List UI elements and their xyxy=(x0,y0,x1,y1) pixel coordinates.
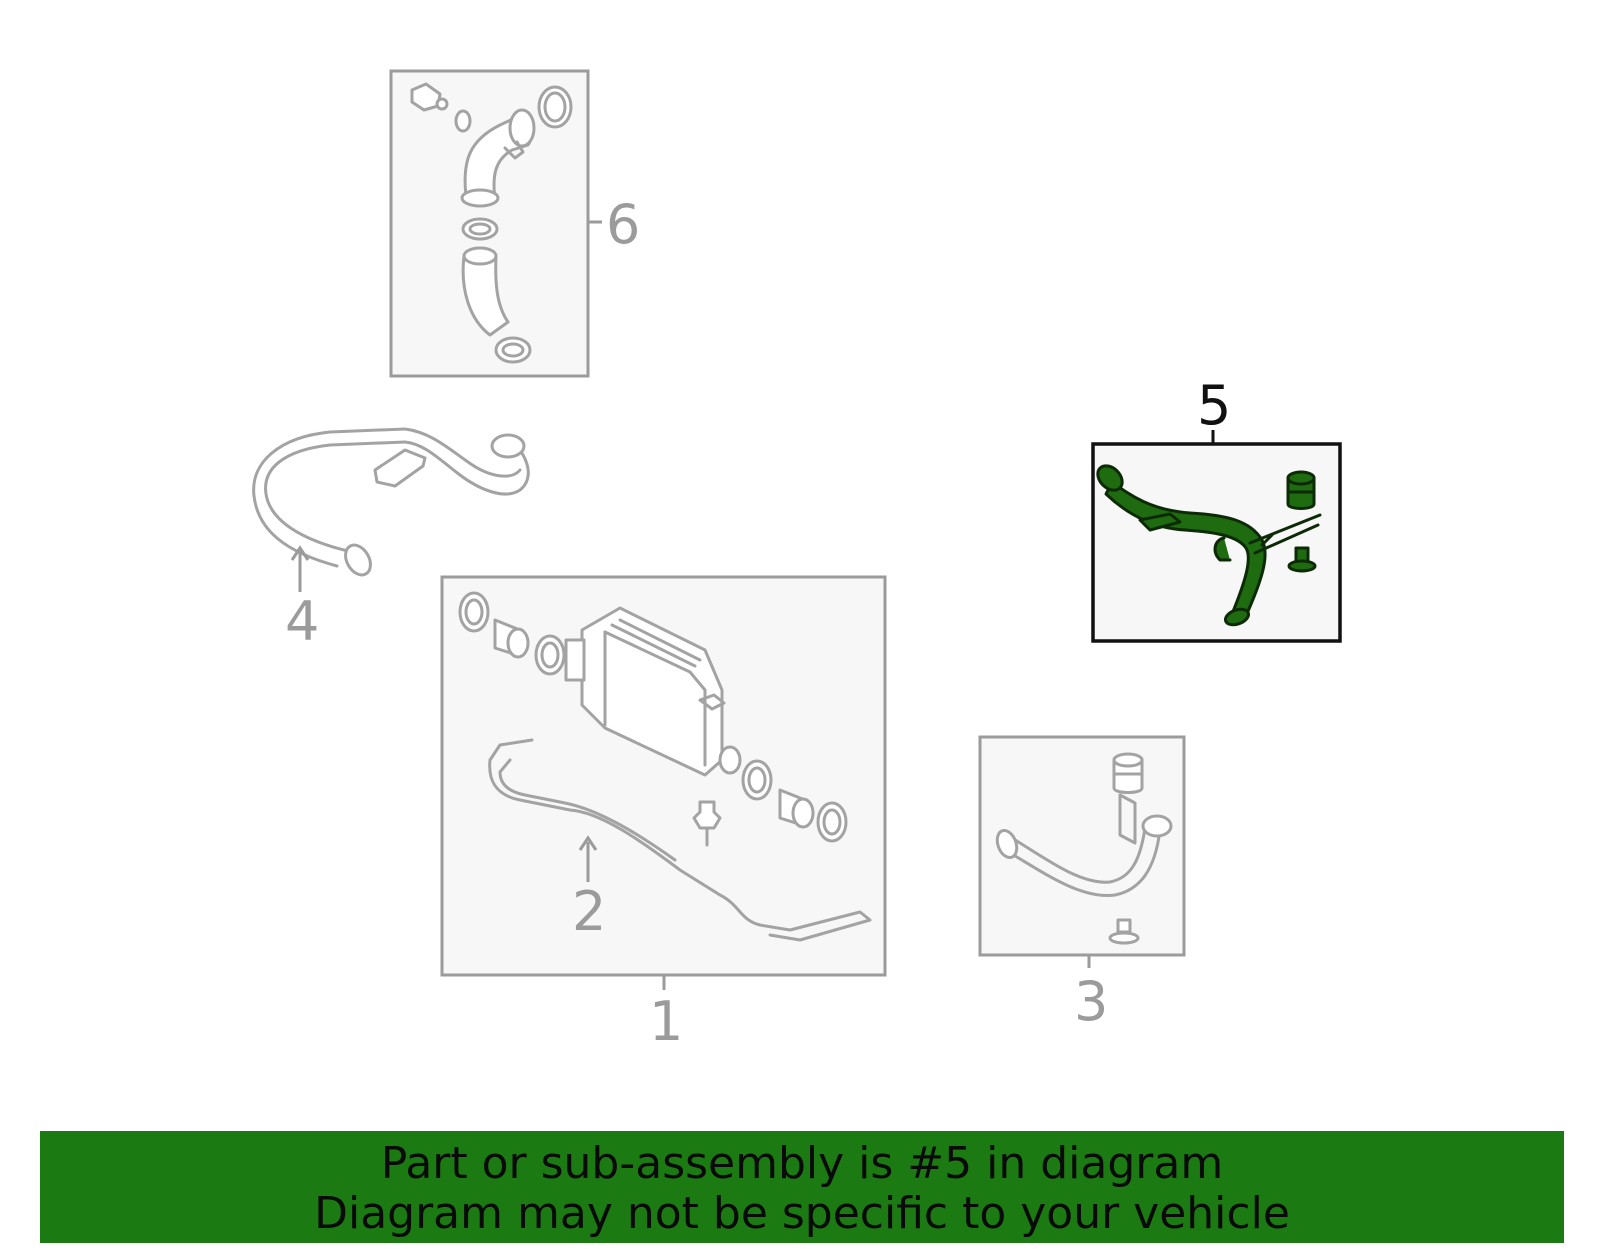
part-1-group[interactable]: 2 1 xyxy=(440,575,887,1053)
info-banner: Part or sub-assembly is #5 in diagram Di… xyxy=(40,1131,1564,1243)
callout-1: 1 xyxy=(649,990,683,1053)
part-3-group[interactable]: 3 xyxy=(978,735,1186,1033)
part-6-group[interactable]: 6 xyxy=(389,69,640,378)
part-5-group[interactable]: 5 xyxy=(1091,374,1342,643)
part-4-group[interactable]: 4 xyxy=(252,427,530,653)
callout-4: 4 xyxy=(285,590,319,653)
callout-3: 3 xyxy=(1074,970,1108,1033)
callout-5: 5 xyxy=(1197,374,1231,437)
callout-2: 2 xyxy=(572,880,606,943)
banner-line-1: Part or sub-assembly is #5 in diagram xyxy=(380,1138,1224,1189)
banner-line-2: Diagram may not be specific to your vehi… xyxy=(314,1188,1290,1239)
callout-6: 6 xyxy=(606,193,640,256)
